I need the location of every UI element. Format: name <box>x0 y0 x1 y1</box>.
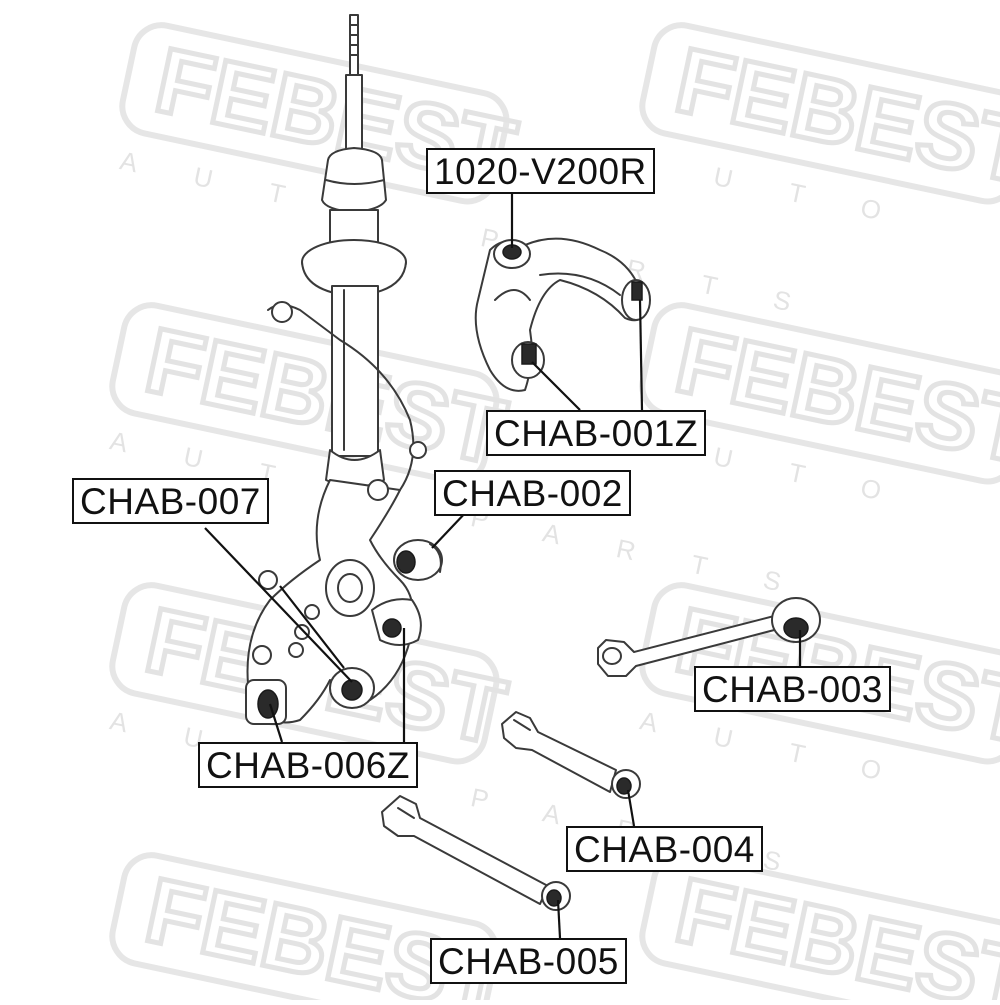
link-chab-004 <box>501 711 641 799</box>
bushing-chab-002 <box>393 539 443 581</box>
lateral-link-chab-003 <box>597 597 821 677</box>
part-label-chab-007[interactable]: CHAB-007 <box>72 478 269 524</box>
link-chab-005 <box>381 795 571 911</box>
leader-chab-001z-b <box>638 299 644 411</box>
leader-chab-005 <box>556 899 562 939</box>
part-label-chab-005[interactable]: CHAB-005 <box>430 938 627 984</box>
leader-chab-001z-a <box>531 361 581 411</box>
knuckle <box>245 301 427 725</box>
upper-control-arm <box>474 237 651 392</box>
shock-absorber <box>301 14 407 488</box>
leader-chab-007-a <box>204 527 353 683</box>
part-label-chab-006z[interactable]: CHAB-006Z <box>198 742 418 788</box>
leader-chab-006z-a <box>268 703 284 743</box>
leader-chab-004 <box>626 789 636 827</box>
leader-chab-002 <box>431 509 469 549</box>
leader-lines <box>204 188 802 939</box>
part-label-chab-004[interactable]: CHAB-004 <box>566 826 763 872</box>
part-label-chab-001z[interactable]: CHAB-001Z <box>486 410 706 456</box>
part-label-chab-002[interactable]: CHAB-002 <box>434 470 631 516</box>
part-label-chab-003[interactable]: CHAB-003 <box>694 666 891 712</box>
part-label-1020-v200r[interactable]: 1020-V200R <box>426 148 655 194</box>
leader-chab-007-b <box>279 585 345 669</box>
